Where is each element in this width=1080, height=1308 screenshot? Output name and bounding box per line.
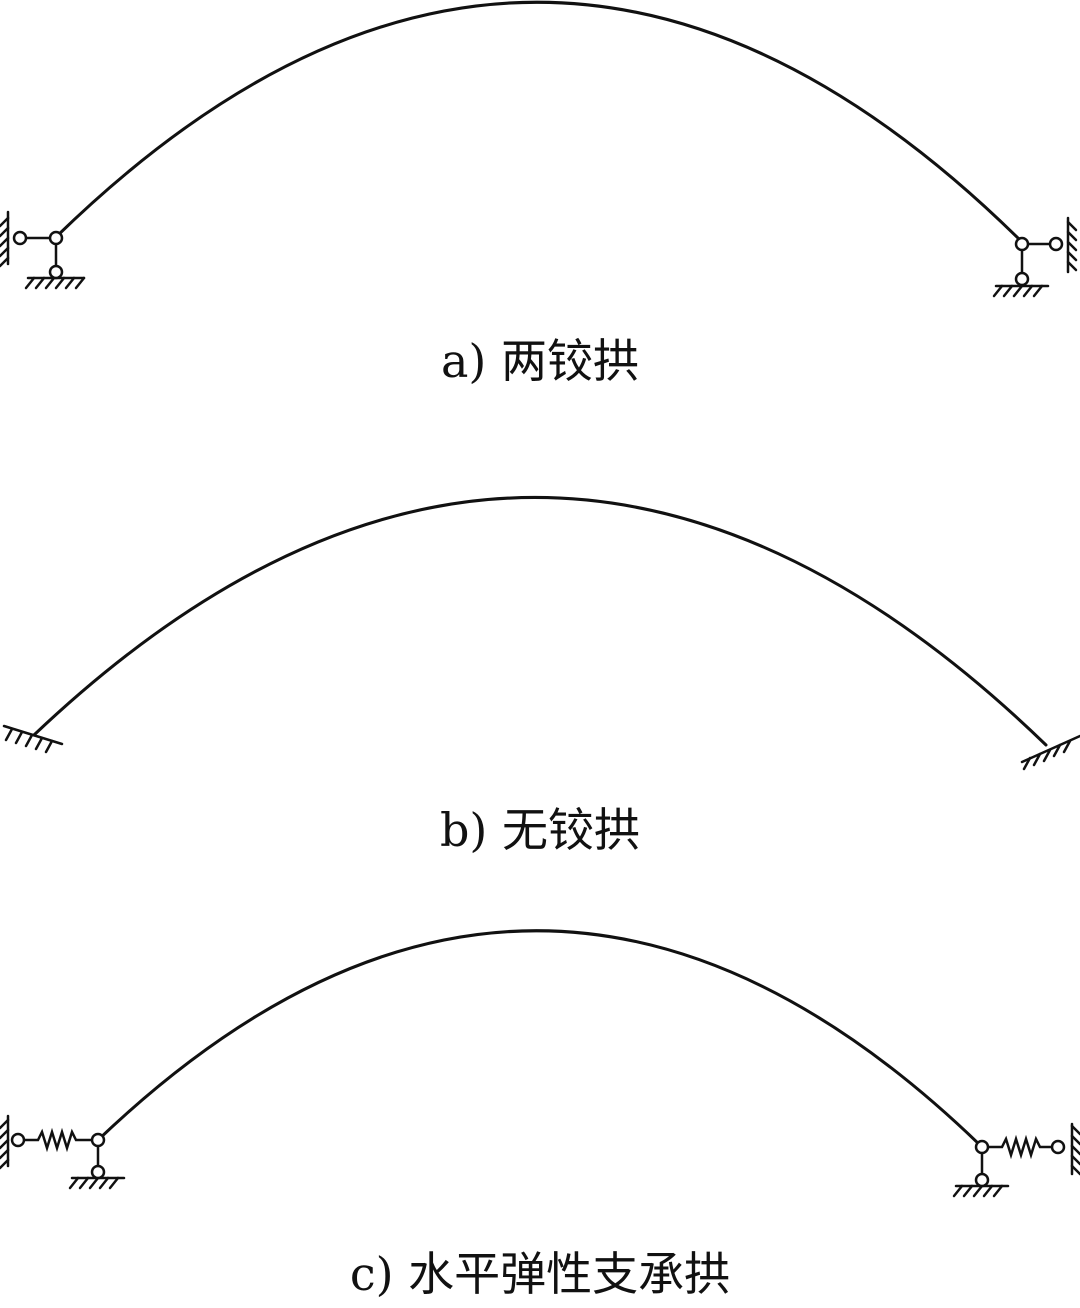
two-hinged-arch-figure: a) 两铰拱 — [0, 0, 1078, 388]
hingeless-arch-curve — [32, 496, 1048, 747]
hingeless-arch-figure: b) 无铰拱 — [2, 496, 1080, 857]
caption-a: a) 两铰拱 — [441, 334, 639, 388]
two-hinged-arch-curve — [54, 0, 1024, 244]
caption-b: b) 无铰拱 — [440, 803, 640, 857]
left-support-two-hinged — [0, 210, 86, 290]
right-elastic-support — [952, 1122, 1080, 1198]
right-spring — [986, 1134, 1054, 1160]
elastic-arch-curve — [96, 929, 984, 1149]
left-elastic-support — [0, 1114, 126, 1190]
left-fixed-support — [2, 724, 64, 754]
elastic-supported-arch-figure: c) 水平弹性支承拱 — [0, 929, 1080, 1301]
right-fixed-support — [1020, 734, 1080, 771]
caption-c: c) 水平弹性支承拱 — [350, 1247, 730, 1301]
left-spring — [22, 1127, 94, 1153]
right-support-two-hinged — [992, 216, 1078, 298]
